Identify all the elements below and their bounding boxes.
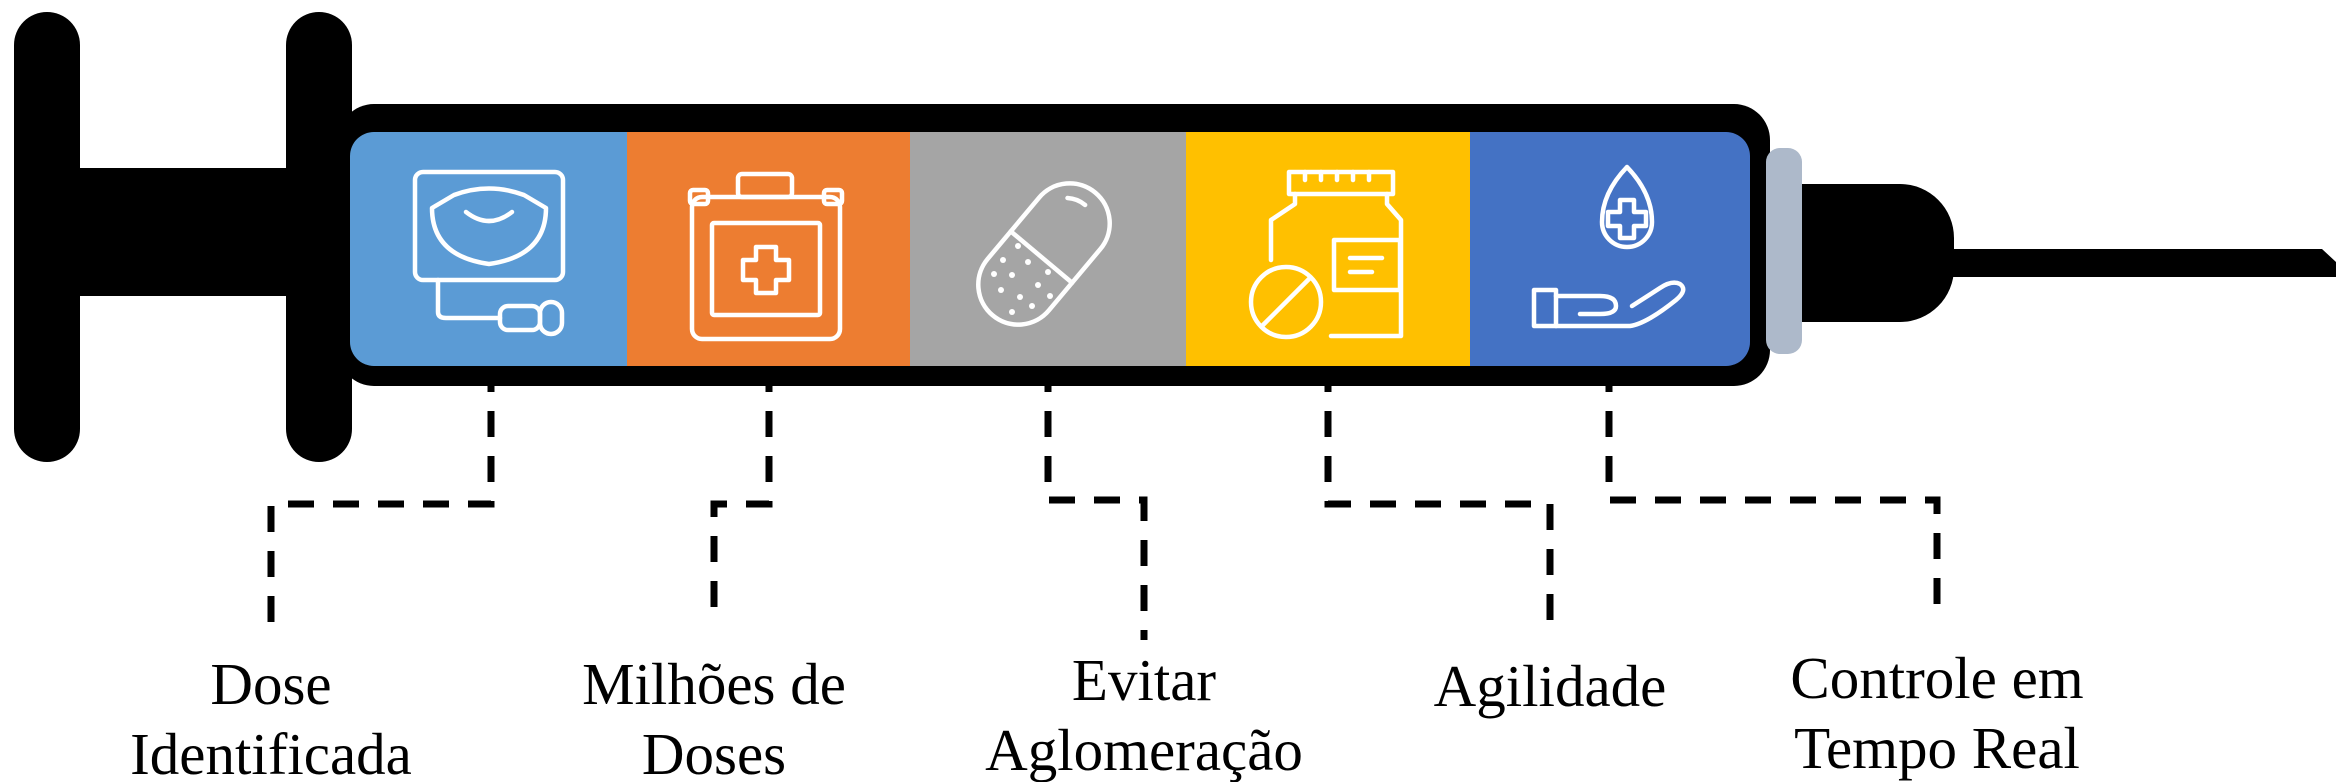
- label-4-line-1: Agilidade: [1434, 653, 1667, 719]
- syringe-tip: [1802, 184, 1954, 322]
- label-1-line-2: Identificada: [130, 721, 412, 782]
- syringe-needle: [1952, 249, 2336, 277]
- label-3-line-1: Evitar: [1072, 647, 1217, 713]
- first-aid-kit-icon: [687, 171, 845, 342]
- capsule-pill-icon: [976, 181, 1112, 327]
- medicine-bottle-icon: [1248, 169, 1404, 340]
- segment-5-fill-square: [1470, 132, 1700, 366]
- connector-3: [1044, 366, 1148, 640]
- connector-1: [267, 366, 495, 622]
- connector-4: [1324, 366, 1554, 622]
- syringe-plunger: [14, 12, 352, 462]
- segment-3-fill: [910, 132, 1187, 366]
- plunger-thumb-rest: [14, 12, 80, 462]
- syringe-hub: [1766, 148, 1802, 354]
- label-5-line-2: Tempo Real: [1794, 715, 2080, 781]
- label-3-line-2: Aglomeração: [985, 717, 1303, 782]
- label-1-line-1: Dose: [210, 651, 331, 717]
- hand-blood-drop-icon: [1531, 164, 1686, 329]
- label-2-line-2: Doses: [642, 721, 786, 782]
- label-2-line-1: Milhões de: [582, 651, 846, 717]
- ultrasound-monitor-icon: [412, 169, 566, 337]
- barrel-finger-flange: [286, 12, 352, 462]
- segment-4-fill: [1186, 132, 1471, 366]
- connector-2: [710, 366, 773, 622]
- connector-5: [1605, 366, 1941, 622]
- label-5-line-1: Controle em: [1790, 645, 2083, 711]
- plunger-rod: [78, 168, 300, 296]
